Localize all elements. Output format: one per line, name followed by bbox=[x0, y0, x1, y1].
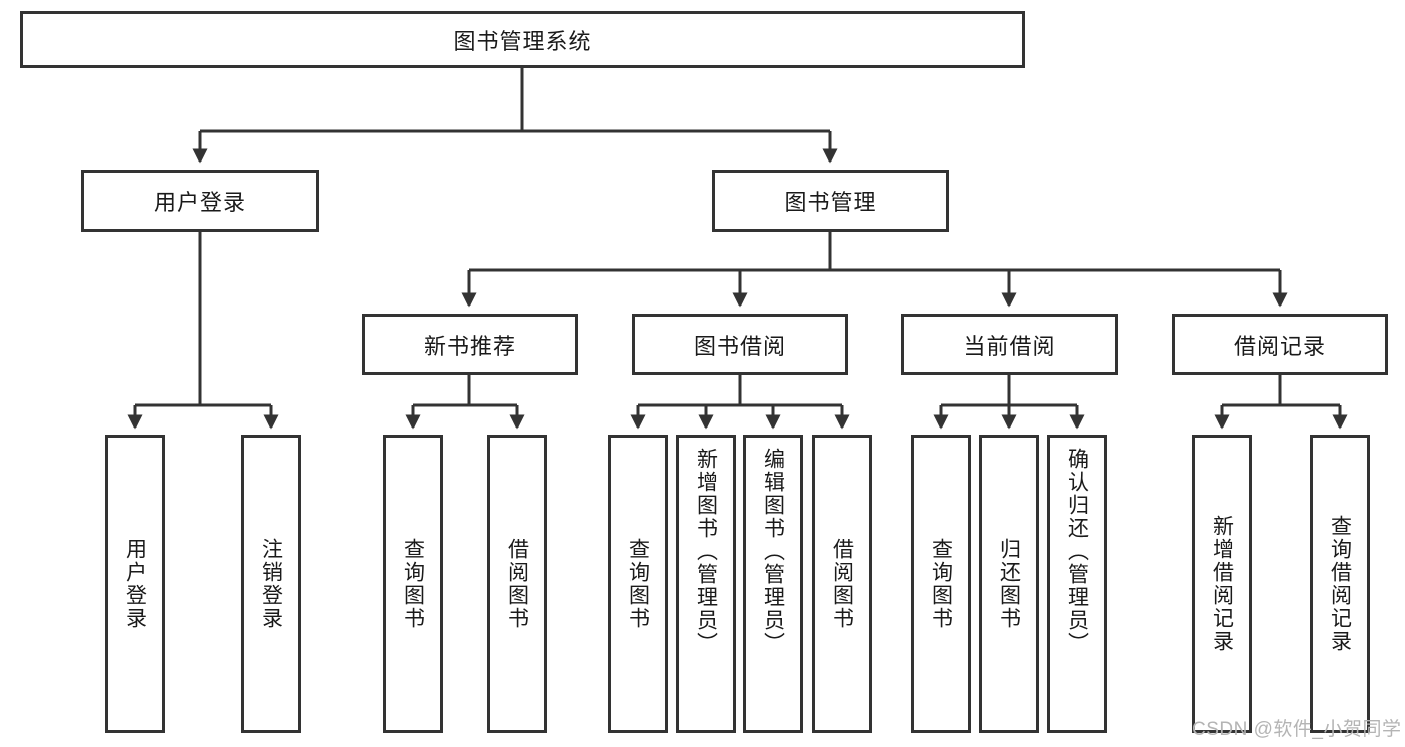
node-current-borrowing[interactable]: 当前借阅 bbox=[901, 314, 1118, 375]
node-book-management[interactable]: 图书管理 bbox=[712, 170, 949, 232]
node-label: 注销登录 bbox=[259, 538, 283, 630]
leaf-book-borrow-query-books[interactable]: 查询图书 bbox=[608, 435, 668, 733]
leaf-current-borrow-confirm-return-admin[interactable]: 确认归还（管理员） bbox=[1047, 435, 1107, 733]
node-label: 图书管理 bbox=[784, 190, 877, 215]
leaf-current-borrow-return-books[interactable]: 归还图书 bbox=[979, 435, 1039, 733]
node-label: 当前借阅 bbox=[963, 333, 1056, 359]
node-user-login[interactable]: 用户登录 bbox=[81, 170, 319, 232]
node-book-borrowing[interactable]: 图书借阅 bbox=[632, 314, 848, 375]
leaf-user-login-logout[interactable]: 注销登录 bbox=[241, 435, 301, 733]
node-borrowing-record[interactable]: 借阅记录 bbox=[1172, 314, 1388, 375]
leaf-book-borrow-edit-book-admin[interactable]: 编辑图书（管理员） bbox=[743, 435, 803, 733]
node-label: 借阅记录 bbox=[1233, 333, 1326, 359]
leaf-new-book-query-books[interactable]: 查询图书 bbox=[383, 435, 443, 733]
leaf-book-borrow-borrow-books[interactable]: 借阅图书 bbox=[812, 435, 872, 733]
node-label: 新增图书（管理员） bbox=[694, 448, 718, 655]
node-label: 查询图书 bbox=[401, 538, 425, 630]
node-new-book-recommendation[interactable]: 新书推荐 bbox=[362, 314, 578, 375]
leaf-current-borrow-query-books[interactable]: 查询图书 bbox=[911, 435, 971, 733]
node-label: 编辑图书（管理员） bbox=[761, 448, 785, 655]
leaf-borrow-record-query-record[interactable]: 查询借阅记录 bbox=[1310, 435, 1370, 733]
node-label: 查询图书 bbox=[929, 538, 953, 630]
node-label: 查询借阅记录 bbox=[1328, 515, 1352, 653]
node-label: 查询图书 bbox=[626, 538, 650, 630]
leaf-book-borrow-add-book-admin[interactable]: 新增图书（管理员） bbox=[676, 435, 736, 733]
node-label: 用户登录 bbox=[123, 538, 147, 630]
node-label: 新书推荐 bbox=[423, 333, 516, 359]
leaf-new-book-borrow-books[interactable]: 借阅图书 bbox=[487, 435, 547, 733]
node-label: 借阅图书 bbox=[830, 538, 854, 630]
node-label: 确认归还（管理员） bbox=[1065, 448, 1089, 655]
leaf-borrow-record-add-record[interactable]: 新增借阅记录 bbox=[1192, 435, 1252, 733]
node-label: 图书借阅 bbox=[693, 333, 786, 359]
node-label: 用户登录 bbox=[153, 190, 246, 215]
node-label: 新增借阅记录 bbox=[1210, 515, 1234, 653]
node-label: 借阅图书 bbox=[505, 538, 529, 630]
node-label: 图书管理系统 bbox=[453, 28, 592, 54]
node-label: 归还图书 bbox=[997, 538, 1021, 630]
watermark: CSDN @软件_小贺同学 bbox=[1192, 719, 1402, 740]
leaf-user-login-login[interactable]: 用户登录 bbox=[105, 435, 165, 733]
node-root-book-management-system[interactable]: 图书管理系统 bbox=[20, 11, 1025, 68]
